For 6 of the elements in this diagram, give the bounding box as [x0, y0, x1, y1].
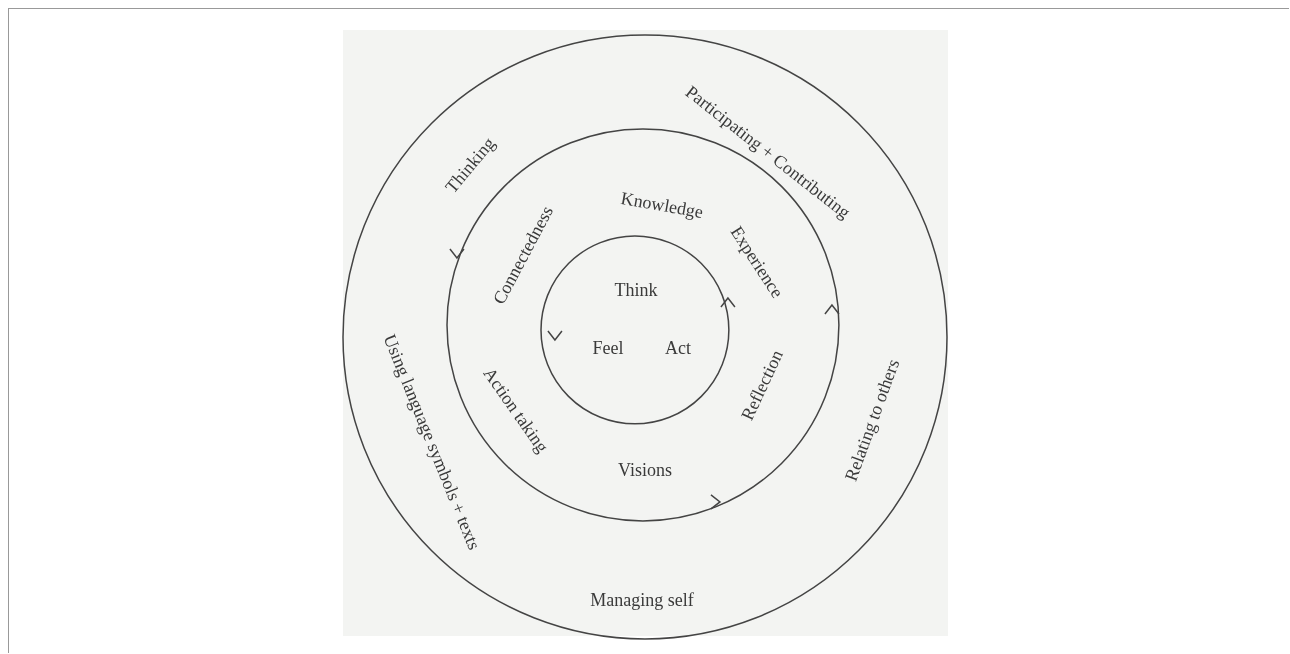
- ring-label: Think: [614, 281, 658, 299]
- ring-label: Knowledge: [619, 188, 705, 222]
- ring-label: Managing self: [590, 591, 694, 609]
- ring-label: Feel: [592, 339, 624, 357]
- ring-label: Act: [665, 339, 691, 357]
- ring-label: Visions: [618, 461, 672, 479]
